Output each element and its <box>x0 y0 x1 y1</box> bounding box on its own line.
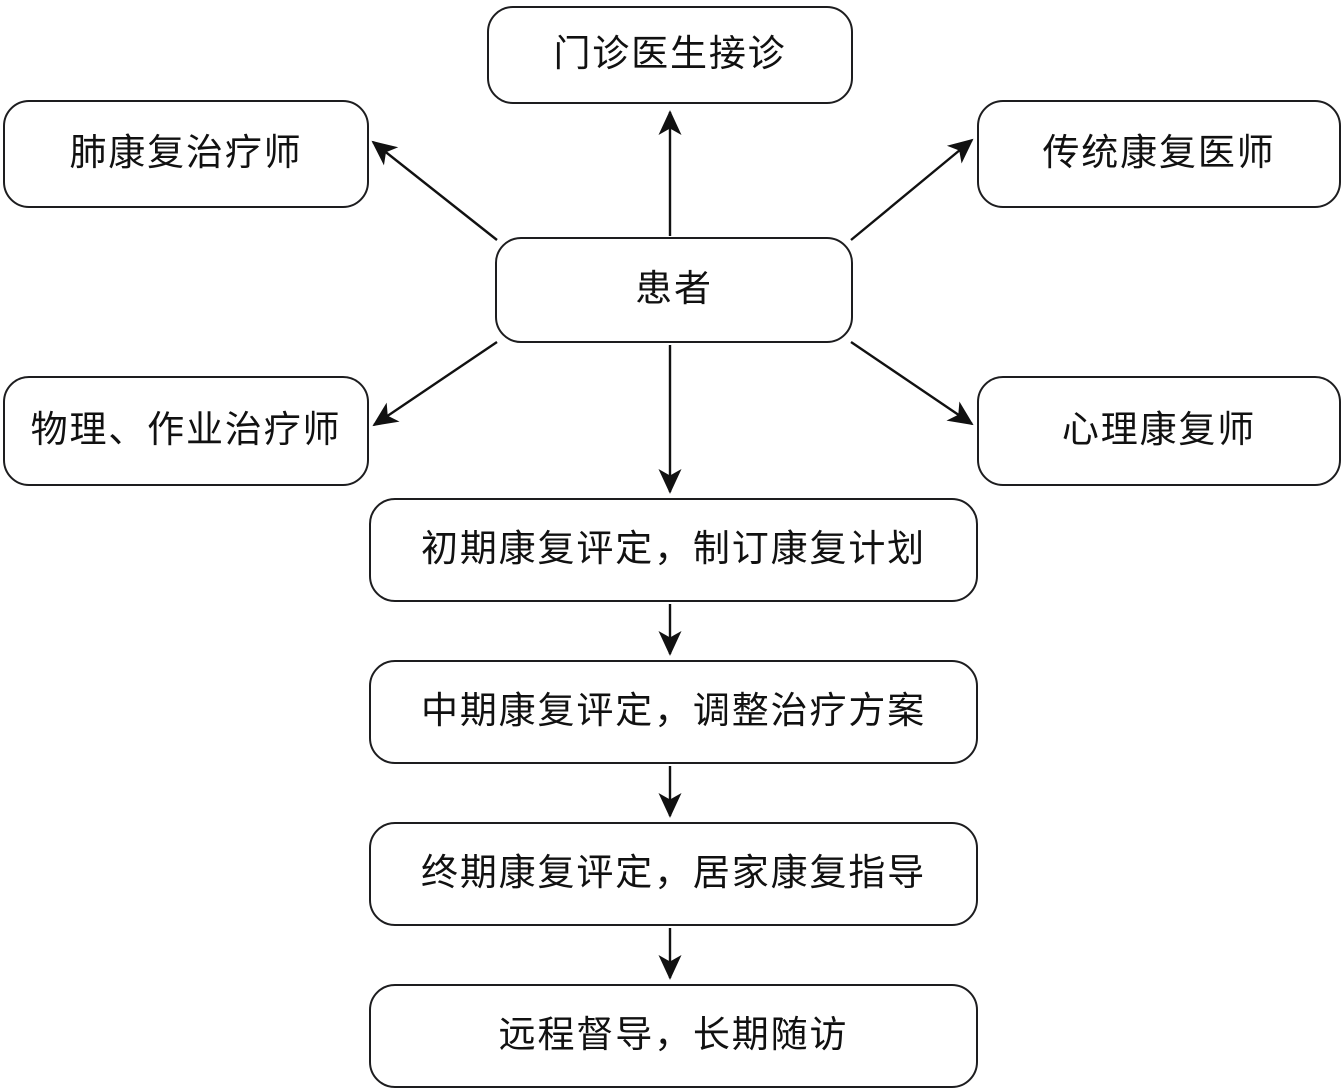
node-patient[interactable]: 患者 <box>495 237 853 343</box>
node-label: 中期康复评定，调整治疗方案 <box>420 690 927 732</box>
edge-patient-to-psych <box>850 341 974 426</box>
node-label: 肺康复治疗师 <box>69 132 303 174</box>
node-label: 心理康复师 <box>1061 409 1257 451</box>
node-traditional-physician[interactable]: 传统康复医师 <box>977 100 1341 208</box>
node-stage-middle-assessment[interactable]: 中期康复评定，调整治疗方案 <box>369 660 978 764</box>
node-label: 物理、作业治疗师 <box>30 409 342 451</box>
node-label: 初期康复评定，制订康复计划 <box>420 528 927 570</box>
node-label: 远程督导，长期随访 <box>498 1014 849 1056</box>
node-label: 门诊医生接诊 <box>553 33 787 75</box>
node-label: 终期康复评定，居家康复指导 <box>420 852 927 894</box>
node-pt-ot-therapist[interactable]: 物理、作业治疗师 <box>3 376 369 486</box>
node-stage-final-assessment[interactable]: 终期康复评定，居家康复指导 <box>369 822 978 926</box>
node-psych-therapist[interactable]: 心理康复师 <box>977 376 1341 486</box>
edge-patient-to-pt-ot <box>372 341 498 427</box>
node-pulmonary-therapist[interactable]: 肺康复治疗师 <box>3 100 369 208</box>
edge-patient-to-pulmonary <box>371 140 498 241</box>
edge-patient-to-traditional <box>850 138 974 241</box>
node-stage-remote-followup[interactable]: 远程督导，长期随访 <box>369 984 978 1088</box>
node-label: 患者 <box>635 268 713 310</box>
node-outpatient-intake[interactable]: 门诊医生接诊 <box>487 6 853 104</box>
node-label: 传统康复医师 <box>1042 132 1276 174</box>
node-stage-initial-assessment[interactable]: 初期康复评定，制订康复计划 <box>369 498 978 602</box>
